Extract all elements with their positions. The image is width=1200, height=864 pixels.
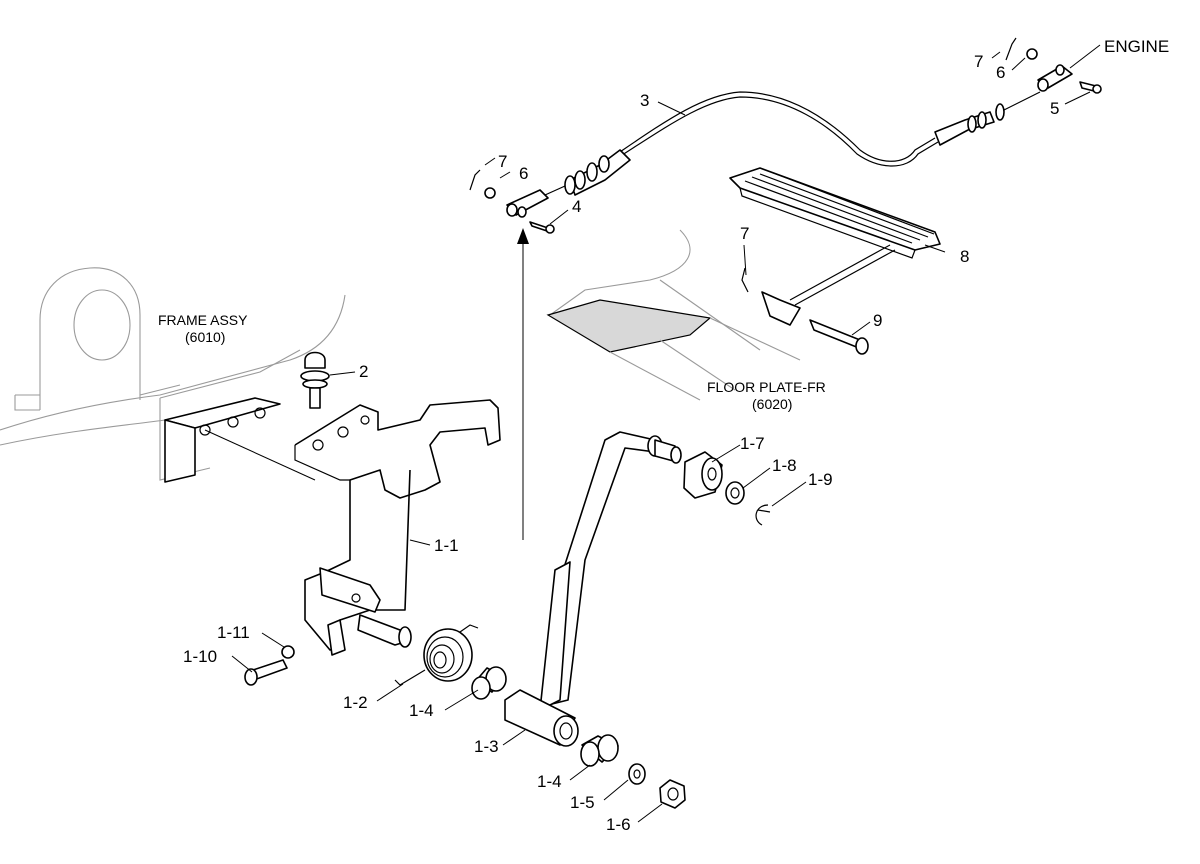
callout-7-mid: 7	[498, 152, 507, 171]
bushing-1-4-left	[471, 666, 507, 700]
callout-4: 4	[572, 197, 581, 216]
callout-7-top: 7	[974, 52, 983, 71]
frame-assy-label: FRAME ASSY	[158, 312, 248, 328]
spring-1-2	[394, 624, 479, 686]
frame-assy-code: (6010)	[185, 329, 225, 345]
callout-1-11: 1-11	[217, 623, 250, 642]
rubber-1-7	[683, 451, 723, 499]
callout-5: 5	[1050, 99, 1059, 118]
callout-1-8: 1-8	[772, 456, 797, 475]
callout-1-1: 1-1	[434, 536, 459, 555]
floor-plate-label: FLOOR PLATE-FR	[707, 379, 826, 395]
bushing-1-4-right	[580, 734, 619, 767]
clevis-top	[1005, 37, 1102, 94]
callout-7-low: 7	[740, 224, 749, 243]
washer-1-5	[628, 763, 646, 785]
callout-1-5: 1-5	[570, 793, 595, 812]
floor-plate-outline	[546, 229, 801, 401]
leader-lines	[231, 44, 1101, 823]
pin-9	[809, 319, 869, 355]
callout-1-2: 1-2	[343, 693, 368, 712]
callout-1-3: 1-3	[474, 737, 499, 756]
callout-1-7: 1-7	[740, 434, 765, 453]
clip-1-9	[755, 504, 771, 526]
pedal-hinge-bracket	[741, 267, 801, 326]
bolt-2	[300, 351, 330, 409]
engine-label: ENGINE	[1104, 37, 1169, 56]
callout-6-mid: 6	[519, 164, 528, 183]
clevis-mid	[469, 169, 555, 234]
floor-plate-code: (6020)	[752, 396, 792, 412]
frame-assy-outline	[0, 267, 346, 483]
bracket-1-1	[294, 399, 501, 656]
callout-1-6: 1-6	[606, 815, 631, 834]
callout-1-4-left: 1-4	[409, 701, 434, 720]
callout-1-10: 1-10	[183, 647, 217, 666]
callout-2: 2	[359, 362, 368, 381]
cable-3	[544, 91, 1041, 196]
callout-1-4-right: 1-4	[537, 772, 562, 791]
pedal-pad-8	[729, 167, 941, 306]
washer-1-8	[725, 481, 745, 505]
bolt-1-10	[244, 645, 295, 686]
callout-3: 3	[640, 91, 649, 110]
callout-9: 9	[873, 311, 882, 330]
assembly-arrow	[517, 228, 529, 540]
nut-1-6	[659, 779, 686, 809]
callout-1-9: 1-9	[808, 470, 833, 489]
callout-8: 8	[960, 247, 969, 266]
pedal-lever-1-3	[504, 431, 682, 747]
callout-6-top: 6	[996, 63, 1005, 82]
